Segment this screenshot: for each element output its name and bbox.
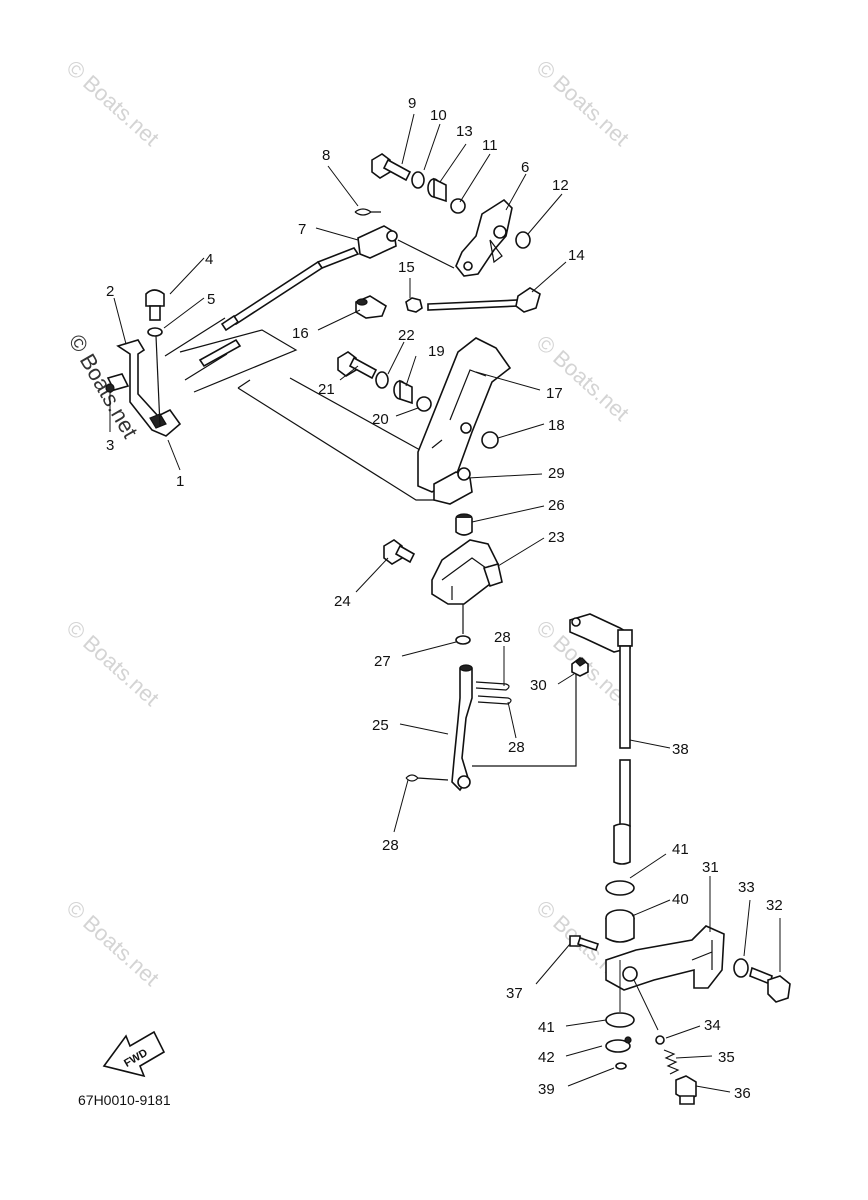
callout-34: 34 <box>704 1017 721 1034</box>
callout-41: 41 <box>538 1019 555 1036</box>
callout-35: 35 <box>718 1049 735 1066</box>
screw-4 <box>145 289 165 321</box>
callout-13: 13 <box>456 123 473 140</box>
nut-15 <box>405 297 423 313</box>
collar-13 <box>427 177 447 203</box>
bolt-24 <box>383 539 416 565</box>
callout-9: 9 <box>408 95 416 112</box>
cable-assembly <box>164 208 455 501</box>
clip-28 <box>405 774 449 782</box>
callout-20: 20 <box>372 411 389 428</box>
callout-4: 4 <box>205 251 213 268</box>
callout-28: 28 <box>494 629 511 646</box>
callout-26: 26 <box>548 497 565 514</box>
watermarks: © Boats.net © Boats.net © Boats.net © Bo… <box>62 55 634 991</box>
screw-37 <box>569 935 600 952</box>
watermark: © Boats.net <box>62 55 164 151</box>
bolt-32 <box>749 966 791 1003</box>
callout-33: 33 <box>738 879 755 896</box>
callout-32: 32 <box>766 897 783 914</box>
diagram-code: 67H0010-9181 <box>78 1092 171 1108</box>
callout-3: 3 <box>106 437 114 454</box>
callout-38: 38 <box>672 741 689 758</box>
rod-14 <box>427 299 519 311</box>
callout-21: 21 <box>318 381 335 398</box>
callout-29: 29 <box>548 465 565 482</box>
clip-28 <box>477 695 512 705</box>
washer-12 <box>515 231 531 249</box>
callout-8: 8 <box>322 147 330 164</box>
washer-20 <box>416 396 432 412</box>
joint-30 <box>571 657 589 677</box>
plug-36 <box>675 1075 697 1105</box>
callout-17: 17 <box>546 385 563 402</box>
callout-18: 18 <box>548 417 565 434</box>
fwd-arrow: FWD <box>102 1030 166 1078</box>
washer-22 <box>375 371 389 389</box>
callout-1: 1 <box>176 473 184 490</box>
callout-31: 31 <box>702 859 719 876</box>
watermark: © Boats.net <box>532 55 634 151</box>
callout-12: 12 <box>552 177 569 194</box>
ring-42 <box>605 1039 631 1053</box>
callout-23: 23 <box>548 529 565 546</box>
callout-28: 28 <box>508 739 525 756</box>
watermark: © Boats.net <box>62 895 164 991</box>
callout-6: 6 <box>521 159 529 176</box>
washer-33 <box>733 958 749 978</box>
callout-10: 10 <box>430 107 447 124</box>
washer-41 <box>605 880 635 896</box>
callout-14: 14 <box>568 247 585 264</box>
washer-41 <box>605 1012 635 1028</box>
callout-30: 30 <box>530 677 547 694</box>
callout-40: 40 <box>672 891 689 908</box>
bolt-21 <box>337 351 378 380</box>
collar-19 <box>393 379 413 405</box>
washer-5 <box>147 327 163 337</box>
link-25 <box>451 665 473 792</box>
callout-2: 2 <box>106 283 114 300</box>
washer-18 <box>481 431 499 449</box>
callout-37: 37 <box>506 985 523 1002</box>
watermark: © Boats.net <box>62 615 164 711</box>
left-bracket <box>105 335 182 437</box>
callout-25: 25 <box>372 717 389 734</box>
callout-42: 42 <box>538 1049 555 1066</box>
bracket-17 <box>417 337 512 493</box>
spring-35 <box>663 1049 680 1075</box>
bushing-40 <box>605 909 635 943</box>
lever-6 <box>455 198 513 277</box>
ring-39 <box>615 1062 627 1070</box>
callout-41: 41 <box>672 841 689 858</box>
callout-15: 15 <box>398 259 415 276</box>
washer-27 <box>455 635 471 645</box>
rod-38 <box>569 613 633 865</box>
washer-11 <box>450 198 466 214</box>
callouts: 1 2 3 4 5 6 7 8 9 10 11 12 13 14 15 16 1… <box>106 95 783 1102</box>
callout-36: 36 <box>734 1085 751 1102</box>
callout-19: 19 <box>428 343 445 360</box>
callout-5: 5 <box>207 291 215 308</box>
callout-24: 24 <box>334 593 351 610</box>
callout-16: 16 <box>292 325 309 342</box>
callout-39: 39 <box>538 1081 555 1098</box>
leader-lines <box>109 113 781 1093</box>
callout-7: 7 <box>298 221 306 238</box>
bolt-9 <box>371 153 412 182</box>
ball-34 <box>655 1035 665 1045</box>
callout-11: 11 <box>482 137 498 154</box>
callout-22: 22 <box>398 327 415 344</box>
callout-28: 28 <box>382 837 399 854</box>
clip-28 <box>475 681 510 691</box>
callout-27: 27 <box>374 653 391 670</box>
washer-10 <box>411 171 425 189</box>
bushing-26 <box>455 513 473 536</box>
watermark: © Boats.net <box>532 330 634 426</box>
